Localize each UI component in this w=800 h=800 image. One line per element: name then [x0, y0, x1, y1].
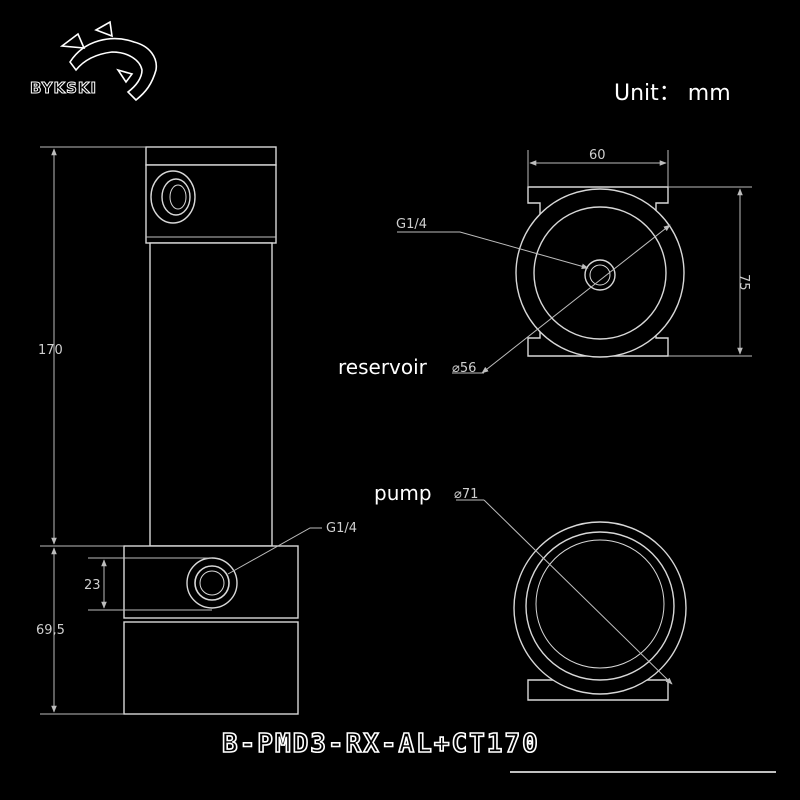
top-port-outer — [150, 170, 196, 224]
pump-label: pump — [374, 481, 432, 505]
pump-top-body — [123, 545, 299, 619]
reservoir-label: reservoir — [338, 355, 428, 379]
reservoir-tube — [149, 242, 273, 547]
pump-bottom-body — [123, 621, 299, 715]
top-cap-rim — [145, 146, 277, 166]
logo-text: BYKSKI — [30, 79, 97, 97]
port-height-dim: 23 — [84, 578, 101, 593]
height-total-dim: 170 — [38, 343, 63, 358]
pump-height-dim: 69,5 — [36, 623, 65, 638]
unit-label: Unit： mm — [614, 81, 731, 106]
reservoir-top-view: 60 75 G1/4 ⌀56 reservoir — [338, 148, 752, 379]
reservoir-port-label: G1/4 — [396, 217, 427, 232]
reservoir-height-dim: 75 — [736, 274, 751, 291]
reservoir-width-dim: 60 — [589, 148, 606, 163]
dragon-head-icon — [59, 20, 158, 102]
pump-inner-ring — [525, 531, 675, 681]
pump-diameter-dim: ⌀71 — [454, 487, 478, 502]
reservoir-outer-ring — [515, 188, 685, 358]
pump-port-label: G1/4 — [326, 521, 357, 536]
side-view: G1/4 170 69,5 23 — [36, 146, 357, 715]
reservoir-diameter-dim: ⌀56 — [452, 361, 476, 376]
model-number: B-PMD3-RX-AL+CT170 — [222, 729, 540, 759]
pump-top-view: ⌀71 pump — [374, 481, 687, 701]
brand-logo: BYKSKI — [30, 20, 158, 102]
top-cap — [145, 164, 277, 244]
